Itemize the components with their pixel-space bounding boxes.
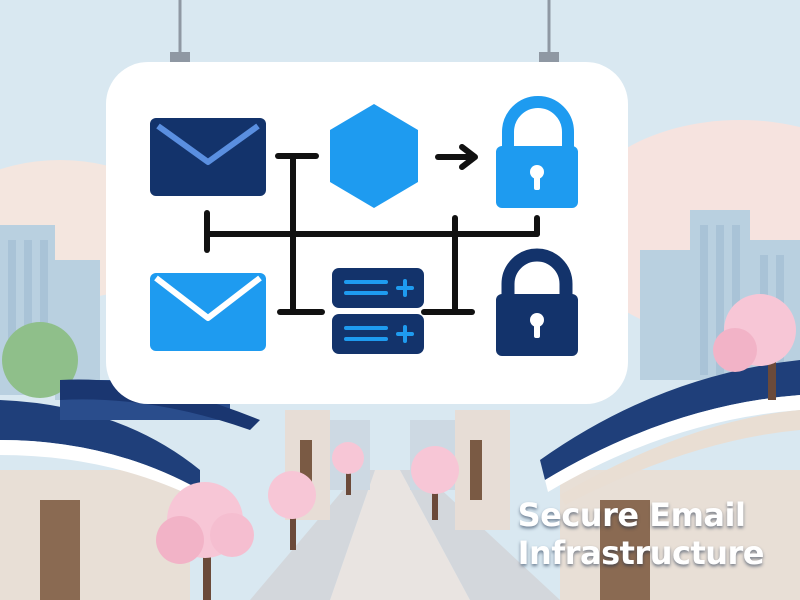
server-stack-icon: [332, 268, 424, 354]
caption-line-2: Infrastructure: [517, 534, 765, 572]
arrow-right-icon: [435, 144, 478, 170]
hexagon-icon: [330, 104, 418, 208]
right-hanok: [540, 360, 800, 600]
envelope-icon: [150, 273, 266, 351]
padlock-open-icon: [496, 96, 578, 208]
blossom-trees: [156, 294, 796, 600]
left-sidewalk: [250, 470, 375, 600]
green-tree: [2, 322, 78, 398]
padlock-closed-icon: [496, 248, 578, 356]
right-sidewalk: [400, 470, 560, 600]
connector-lines: [204, 153, 540, 315]
street: [330, 470, 470, 600]
caption: Secure Email Infrastructure: [517, 496, 765, 572]
caption-line-1: Secure Email: [517, 496, 746, 534]
envelope-icon: [150, 118, 266, 196]
